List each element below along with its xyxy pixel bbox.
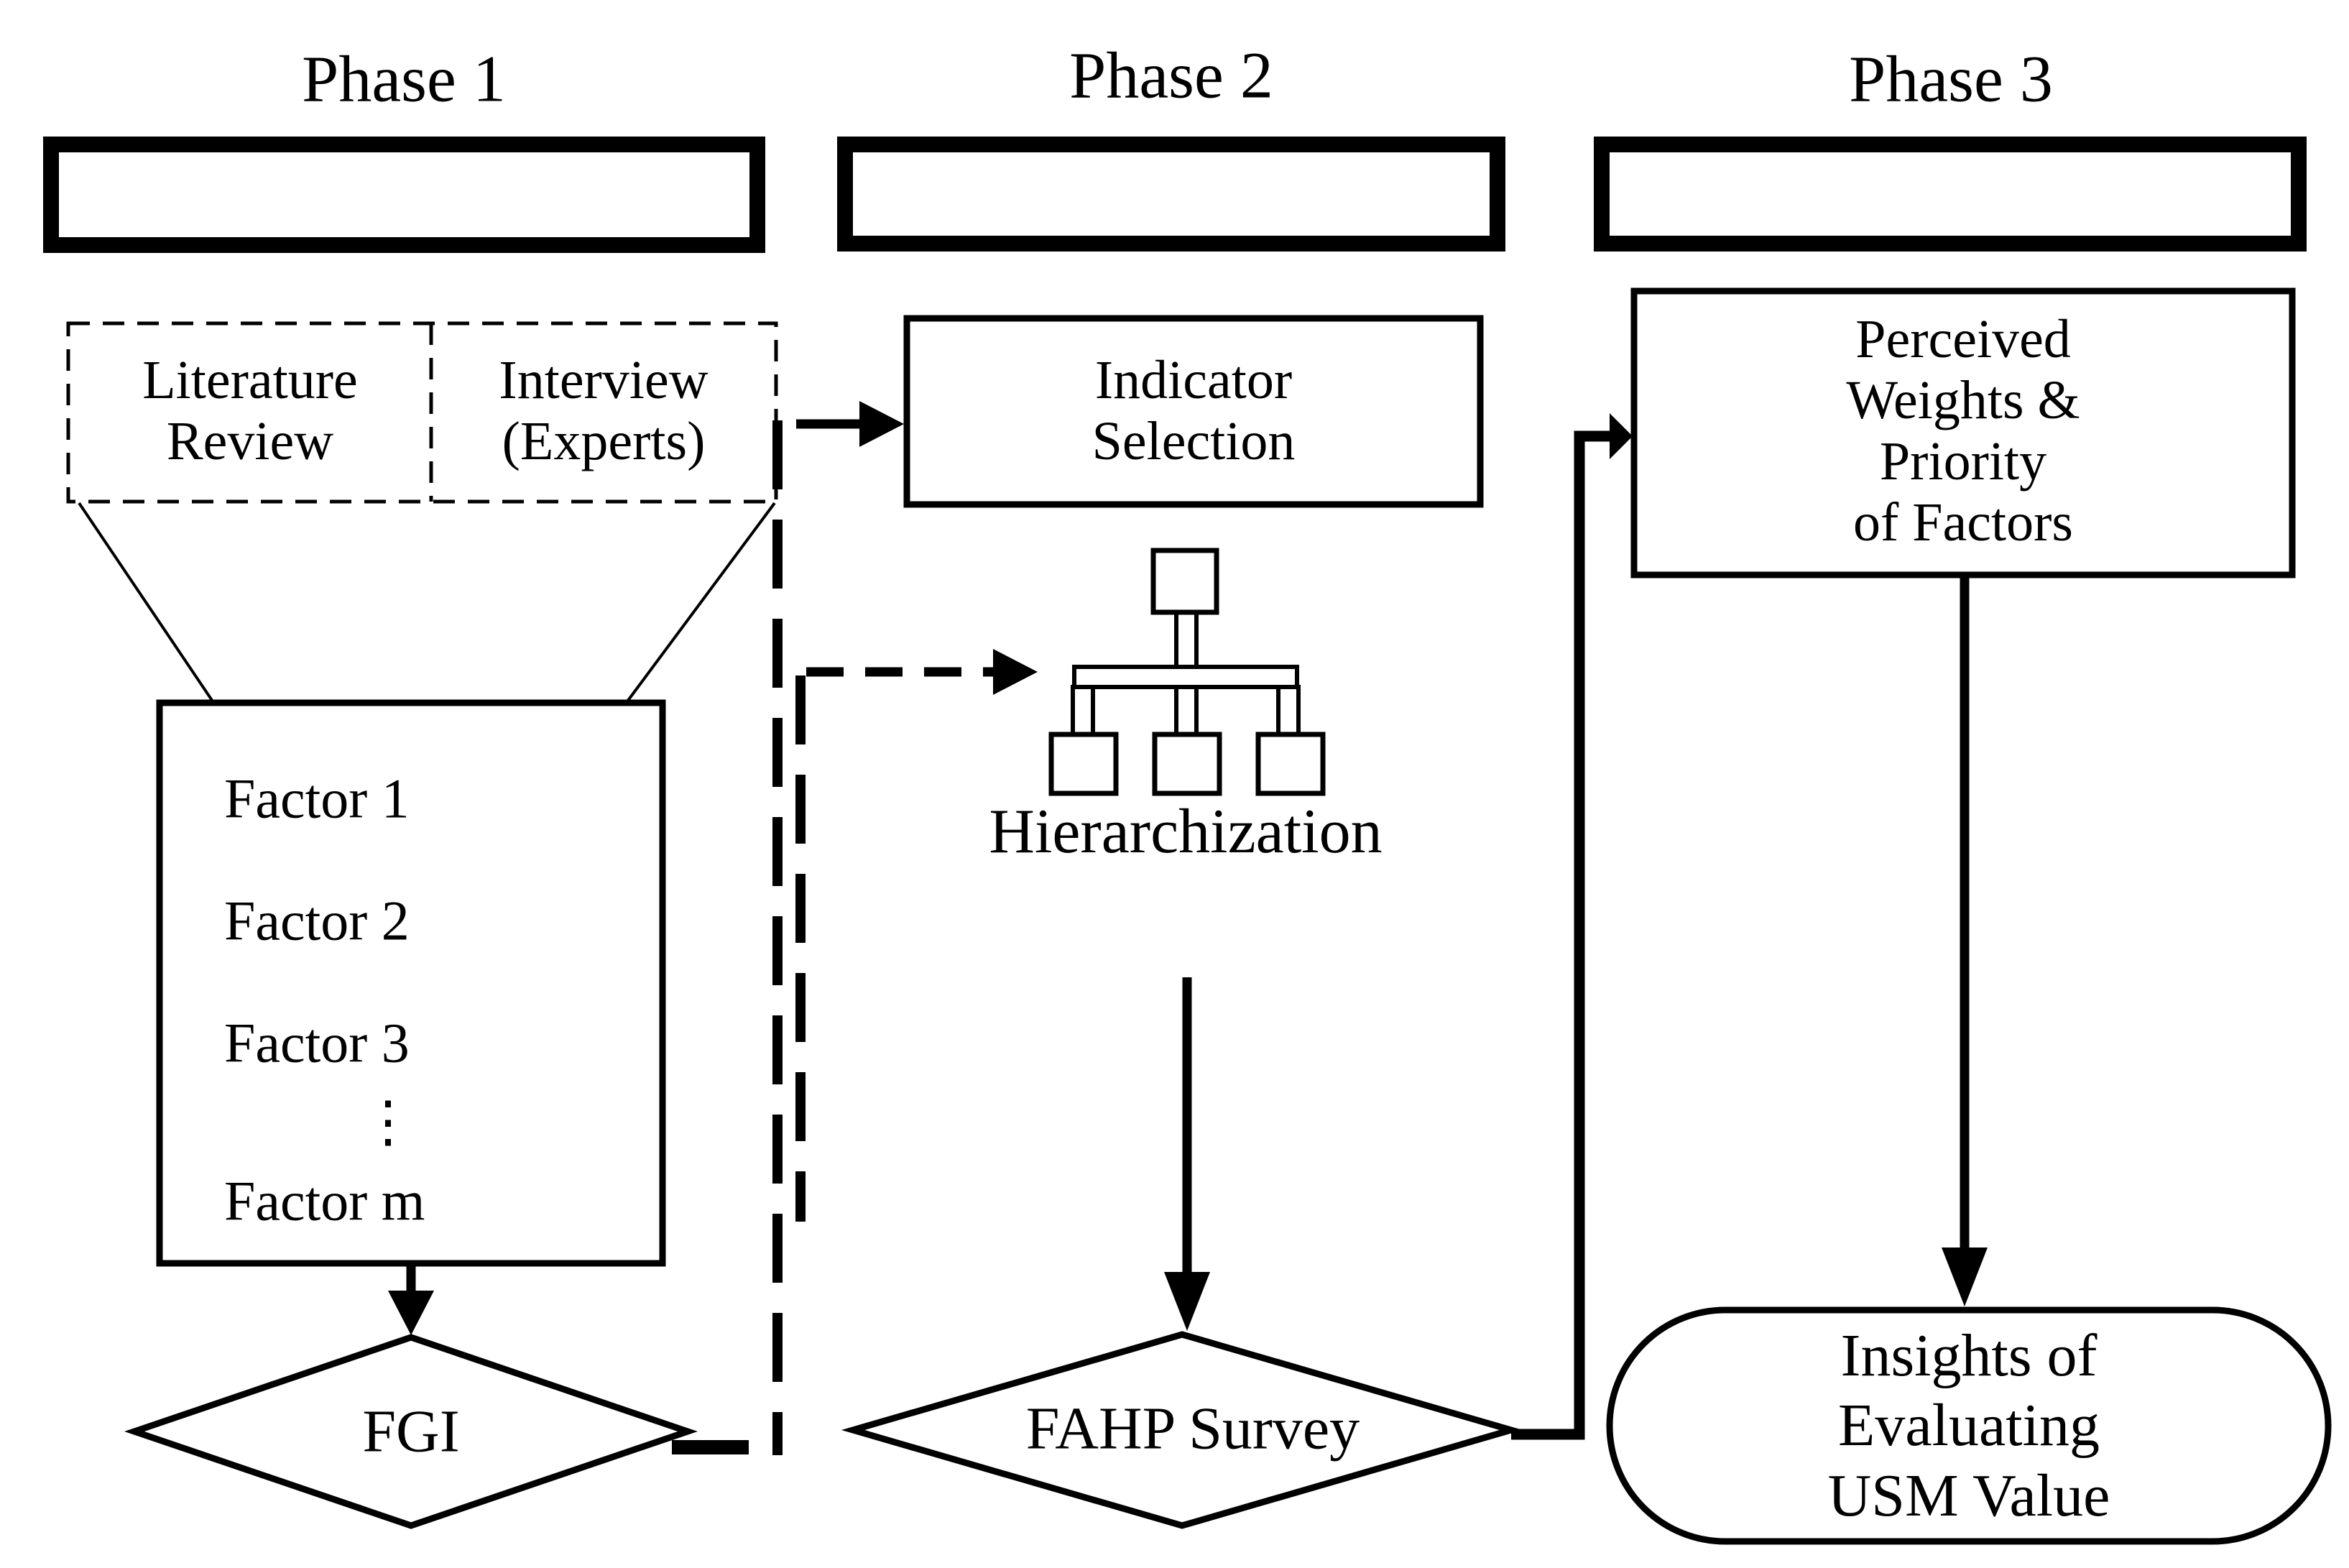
fahp-to-weights-arrowhead (1610, 413, 1633, 459)
fgi-diamond (124, 1334, 698, 1529)
sources-dashed-box (66, 321, 778, 504)
fahp-survey-diamond (841, 1331, 1523, 1529)
interview-experts-cell: Interview (Experts) (499, 349, 709, 471)
hierarchization-to-fahp-arrowhead (1164, 1272, 1210, 1331)
factors-to-fgi-arrowhead (388, 1291, 434, 1335)
fahp-survey-label: FAHP Survey (1025, 1395, 1360, 1462)
fahp-to-weights-connector (1511, 430, 1617, 1440)
hierarchy-icon-right-stem (1276, 685, 1301, 737)
phase1-label: Phase 1 (302, 42, 506, 116)
factor-list-box (156, 699, 666, 1267)
fgi-diamond-label: FGI (362, 1398, 460, 1465)
perceived-weights-label: Perceived Weights & Priority of Factors (1846, 308, 2080, 553)
factor-ellipsis: ⋮ (360, 1090, 416, 1153)
indicator-selection-box (903, 315, 1484, 508)
phase3-header-box (1594, 137, 2307, 252)
factor-item-m: Factor m (224, 1169, 425, 1232)
phase3-label: Phase 3 (1849, 42, 2053, 116)
indicator-selection-label: Indicator Selection (1092, 349, 1296, 471)
factor-item-3: Factor 3 (224, 1011, 410, 1074)
phase2-label: Phase 2 (1069, 38, 1273, 112)
weights-to-insights-arrowhead (1942, 1248, 1988, 1306)
hierarchy-icon-left-stem (1071, 685, 1095, 737)
funnel-left-line (78, 502, 214, 703)
hierarchy-icon-root-square (1150, 548, 1219, 615)
phase2-header-box (837, 137, 1505, 252)
to-hierarchization-arrowhead (993, 649, 1038, 695)
fgi-connector-dash (672, 1440, 749, 1454)
phase1-header-box (43, 137, 765, 253)
funnel-right-line (626, 502, 776, 703)
insights-label: Insights of Evaluating USM Value (1827, 1322, 2110, 1529)
to-indicator-arrowhead (859, 401, 904, 447)
hierarchy-icon-bar (1072, 665, 1299, 689)
factor-item-2: Factor 2 (224, 889, 410, 952)
hierarchy-tree-icon (1048, 548, 1326, 796)
hierarchy-icon-child-square-left (1048, 732, 1119, 796)
literature-review-cell: Literature Review (142, 349, 358, 471)
perceived-weights-box (1630, 287, 2296, 578)
hierarchization-label: Hierarchization (989, 796, 1383, 867)
factor-item-1: Factor 1 (224, 767, 410, 830)
hierarchy-icon-child-square-right (1255, 732, 1326, 796)
hierarchy-icon-child-square-middle (1152, 732, 1222, 796)
insights-rounded-box (1606, 1306, 2332, 1545)
